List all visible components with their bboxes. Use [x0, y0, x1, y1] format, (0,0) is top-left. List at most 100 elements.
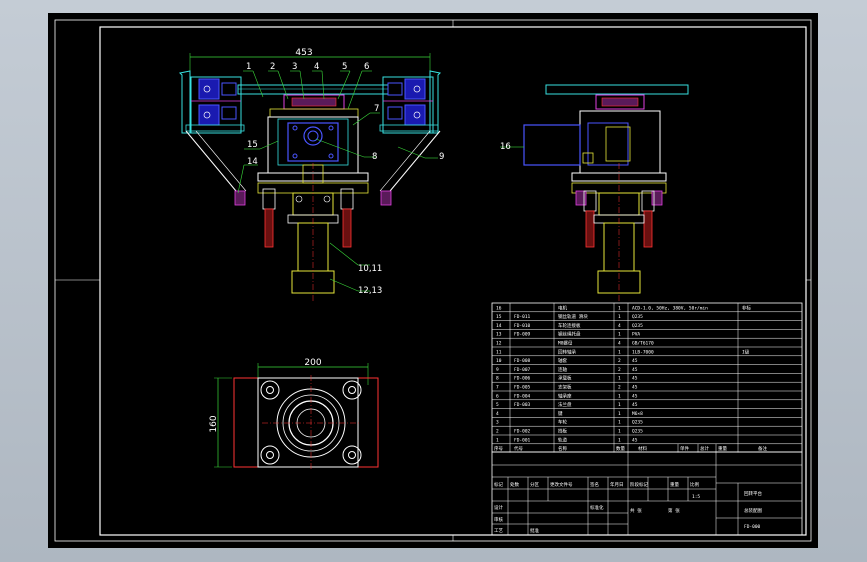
bom-cell-name: 挡板 — [558, 428, 567, 435]
bom-cell-note: 非标 — [742, 304, 751, 311]
inner-frame — [99, 26, 807, 536]
bom-cell-qty: 4 — [618, 341, 621, 347]
bom-cell-name: M8螺母 — [558, 340, 573, 347]
svg-text:年月日: 年月日 — [610, 481, 624, 488]
balloon-3: 3 — [292, 62, 297, 72]
bom-header-material: 材料 — [638, 445, 647, 452]
balloon-7: 7 — [374, 104, 379, 114]
bom-cell-code: FD-001 — [514, 437, 531, 443]
bom-cell-no: 15 — [496, 314, 502, 320]
bom-cell-material: 1LB-7000 — [632, 349, 654, 355]
svg-text:设计: 设计 — [494, 504, 503, 511]
right-carriage — [379, 70, 442, 134]
bom-cell-qty: 2 — [618, 358, 621, 364]
svg-text:重量: 重量 — [670, 481, 679, 488]
bom-cell-name: 承载板 — [558, 375, 572, 382]
bom-cell-no: 5 — [496, 402, 499, 408]
side-view: 16 — [500, 84, 689, 303]
bom-cell-material: Q235 — [632, 314, 643, 320]
balloon-1: 1 — [246, 62, 251, 72]
svg-text:阶段标记: 阶段标记 — [630, 481, 648, 488]
title-block — [491, 451, 803, 536]
bom-cell-no: 10 — [496, 358, 502, 364]
bom-cell-qty: 1 — [618, 402, 621, 408]
bom-cell-material: Q235 — [632, 429, 643, 435]
bom-cell-qty: 1 — [618, 429, 621, 435]
drawing-canvas: 453 — [54, 19, 812, 542]
balloon-14: 14 — [247, 157, 258, 167]
plan-view: 200 160 — [209, 358, 379, 471]
bom-cell-qty: 1 — [618, 393, 621, 399]
bom-header-weight: 重量 — [718, 445, 727, 452]
svg-text:更改文件号: 更改文件号 — [550, 481, 573, 488]
bom-cell-material: 45 — [632, 358, 638, 364]
bom-cell-qty: 2 — [618, 385, 621, 391]
bom-cell-no: 3 — [496, 420, 499, 426]
svg-text:签名: 签名 — [590, 481, 599, 488]
svg-text:标准化: 标准化 — [590, 504, 604, 511]
bom-cell-code: FD-004 — [514, 393, 531, 399]
balloon-10-11: 10,11 — [358, 264, 382, 274]
bom-cell-name: 轴承座 — [558, 392, 572, 399]
svg-text:标记: 标记 — [494, 481, 503, 488]
bom-cell-name: 连轴 — [558, 366, 567, 373]
bom-cell-material: Q235 — [632, 420, 643, 426]
bom-cell-no: 4 — [496, 411, 499, 417]
bom-cell-no: 9 — [496, 367, 499, 373]
bom-cell-qty: 1 — [618, 332, 621, 338]
bom-cell-no: 16 — [496, 305, 502, 311]
bom-cell-name: 键 — [558, 410, 563, 417]
left-carriage — [178, 70, 245, 134]
balloon-4: 4 — [314, 62, 319, 72]
bom-cell-material: 45 — [632, 367, 638, 373]
bom-cell-qty: 1 — [618, 305, 621, 311]
bom-cell-code: FD-003 — [514, 402, 531, 408]
svg-text:分区: 分区 — [530, 481, 539, 488]
dim-plan-width: 200 — [304, 358, 321, 368]
svg-text:1:5: 1:5 — [692, 494, 700, 500]
bom-cell-code: FD-007 — [514, 367, 531, 373]
balloon-12-13: 12,13 — [358, 286, 382, 296]
outer-frame — [54, 19, 812, 542]
bom-cell-no: 11 — [496, 349, 502, 355]
bom-cell-qty: 1 — [618, 420, 621, 426]
bom-cell-name: 车轮 — [558, 419, 567, 426]
bom-cell-material: 45 — [632, 437, 638, 443]
bom-header-qty: 数量 — [616, 445, 625, 452]
bom-header-code: 代号 — [514, 445, 523, 452]
svg-text:比例: 比例 — [690, 481, 699, 488]
bom-cell-qty: 2 — [618, 367, 621, 373]
balloon-5: 5 — [342, 62, 347, 72]
svg-text:批准: 批准 — [530, 527, 539, 534]
bom-cell-code: FD-008 — [514, 358, 531, 364]
bom-cell-qty: 1 — [618, 314, 621, 320]
bom-cell-material: GB/T6170 — [632, 341, 654, 347]
bom-cell-name: 钢丝轨道 滑块 — [558, 313, 588, 320]
bom-cell-qty: 1 — [618, 437, 621, 443]
drawing-code: FD-000 — [744, 524, 761, 530]
bom-cell-material: ACD-1.0, 50Hz, 380V, 50r/min — [632, 305, 708, 311]
bom-cell-no: 7 — [496, 385, 499, 391]
bom-cell-no: 1 — [496, 437, 499, 443]
dim-front-width: 453 — [295, 48, 312, 58]
bom-cell-name: 轨道 — [558, 436, 567, 443]
bom-cell-name: 法兰盘 — [558, 401, 572, 408]
dim-plan-height: 160 — [209, 415, 219, 432]
balloon-6: 6 — [364, 62, 369, 72]
bom-cell-name: 电机 — [558, 304, 567, 311]
bom-cell-name: 钢丝绳托盘 — [558, 331, 581, 338]
bom-cell-name: 回转轴承 — [558, 348, 576, 355]
bom-cell-material: Q235 — [632, 323, 643, 329]
svg-text:第 张: 第 张 — [668, 507, 680, 514]
drawing-name: 总装配图 — [744, 507, 762, 514]
bom-cell-qty: 1 — [618, 349, 621, 355]
svg-text:工艺: 工艺 — [494, 528, 503, 534]
front-view: 4 5 3 — [178, 48, 444, 303]
bom-cell-no: 2 — [496, 429, 499, 435]
bom-header-single: 单件 — [680, 445, 689, 452]
bom-cell-no: 14 — [496, 323, 502, 329]
bom-cell-name: 轴套 — [558, 357, 567, 364]
bom-cell-qty: 1 — [618, 411, 621, 417]
